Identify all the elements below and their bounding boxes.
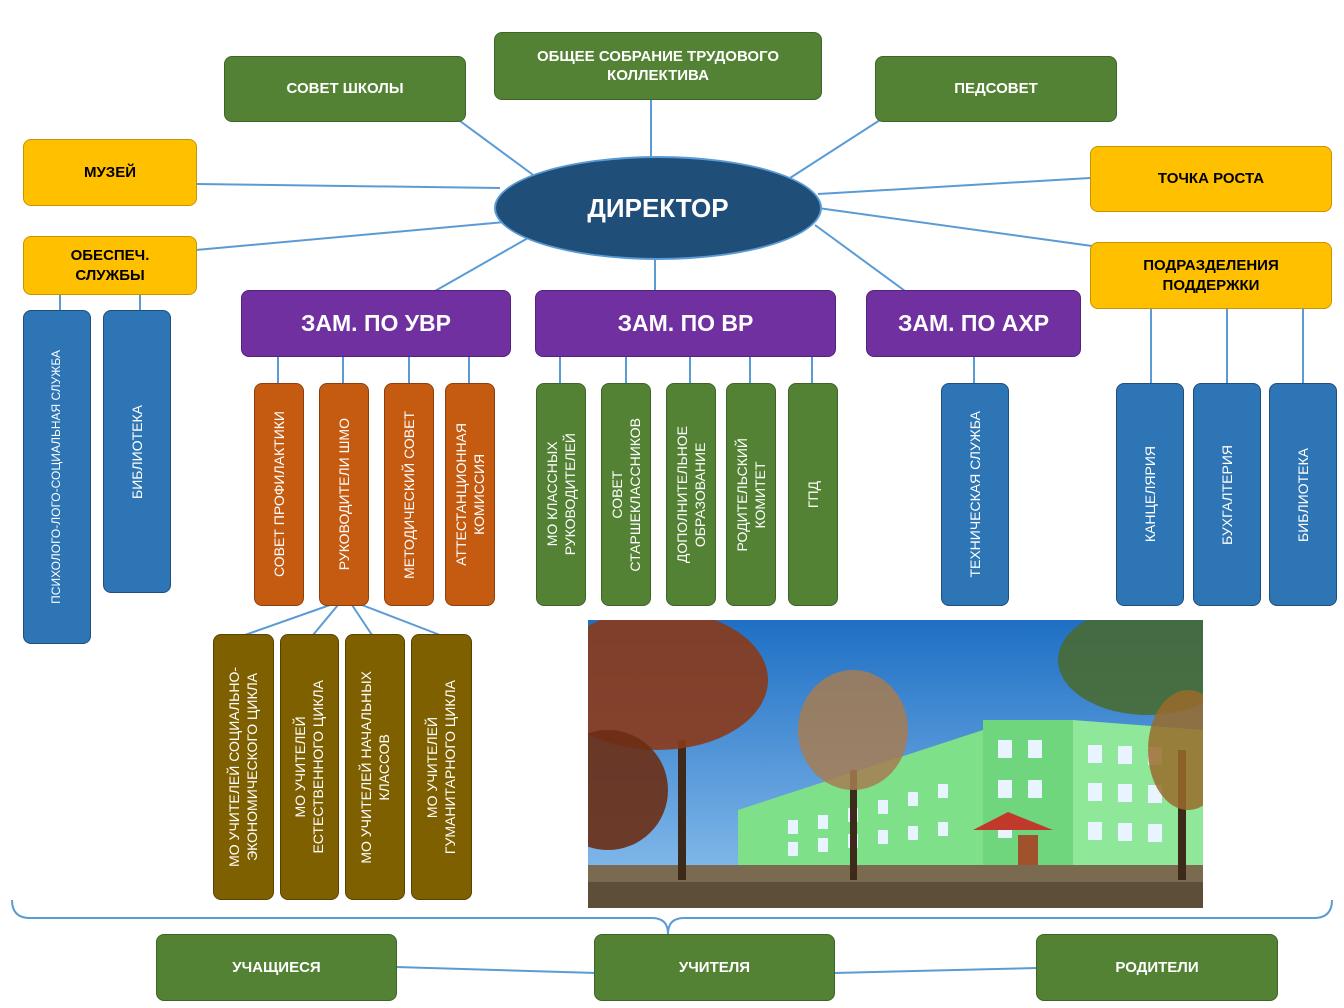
left-library-box: БИБЛИОТЕКА	[103, 310, 171, 593]
deputy-uvr-label: ЗАМ. ПО УВР	[300, 309, 452, 336]
deputy-ahr-label: ЗАМ. ПО АХР	[897, 309, 1050, 336]
mo-class-teachers-label: МО КЛАССНЫХ РУКОВОДИТЕЛЕЙ	[543, 433, 578, 556]
mo-humanities-label: МО УЧИТЕЛЕЙ ГУМАНИТАРНОГО ЦИКЛА	[424, 679, 459, 855]
attestation-commission-box: АТТЕСТАНЦИОННАЯ КОМИССИЯ	[445, 383, 495, 606]
mo-primary-box: МО УЧИТЕЛЕЙ НАЧАЛЬНЫХ КЛАССОВ	[345, 634, 405, 900]
support-divisions-label: ПОДРАЗДЕЛЕНИЯ ПОДДЕРЖКИ	[1143, 257, 1279, 294]
gpd-label: ГПД	[804, 480, 821, 509]
mo-humanities-box: МО УЧИТЕЛЕЙ ГУМАНИТАРНОГО ЦИКЛА	[411, 634, 472, 900]
method-council-label: МЕТОДИЧЕСКИЙ СОВЕТ	[400, 410, 417, 579]
accounting-label: БУХГАЛТЕРИЯ	[1218, 444, 1235, 545]
attestation-commission-label: АТТЕСТАНЦИОННАЯ КОМИССИЯ	[452, 423, 487, 566]
mo-socio-economic-box: МО УЧИТЕЛЕЙ СОЦИАЛЬНО- ЭКОНОМИЧЕСКОГО ЦИ…	[213, 634, 274, 900]
deputy-ahr-box: ЗАМ. ПО АХР	[866, 290, 1081, 357]
students-box: УЧАЩИЕСЯ	[156, 934, 397, 1001]
school-council-box: СОВЕТ ШКОЛЫ	[224, 56, 466, 122]
method-council-box: МЕТОДИЧЕСКИЙ СОВЕТ	[384, 383, 434, 606]
shmo-heads-box: РУКОВОДИТЕЛИ ШМО	[319, 383, 369, 606]
teachers-box: УЧИТЕЛЯ	[594, 934, 835, 1001]
museum-box: МУЗЕЙ	[23, 139, 197, 206]
extra-education-box: ДОПОЛНИТЕЛЬНОЕ ОБРАЗОВАНИЕ	[666, 383, 716, 606]
deputy-vr-label: ЗАМ. ПО ВР	[617, 309, 754, 336]
museum-label: МУЗЕЙ	[83, 163, 136, 181]
support-services-box: ОБЕСПЕЧ. СЛУЖБЫ	[23, 236, 197, 295]
parent-committee-box: РОДИТЕЛЬСКИЙ КОМИТЕТ	[726, 383, 776, 606]
parents-box: РОДИТЕЛИ	[1036, 934, 1278, 1001]
director-node: ДИРЕКТОР	[494, 156, 822, 260]
deputy-vr-box: ЗАМ. ПО ВР	[535, 290, 836, 357]
growth-point-box: ТОЧКА РОСТА	[1090, 146, 1332, 212]
right-library-label: БИБЛИОТЕКА	[1294, 447, 1311, 542]
office-label: КАНЦЕЛЯРИЯ	[1141, 446, 1158, 543]
mo-primary-label: МО УЧИТЕЛЕЙ НАЧАЛЬНЫХ КЛАССОВ	[357, 670, 392, 864]
prevention-council-box: СОВЕТ ПРОФИЛАКТИКИ	[254, 383, 304, 606]
mo-socio-economic-label: МО УЧИТЕЛЕЙ СОЦИАЛЬНО- ЭКОНОМИЧЕСКОГО ЦИ…	[226, 667, 261, 867]
pedsovet-label: ПЕДСОВЕТ	[954, 80, 1038, 98]
tech-service-box: ТЕХНИЧЕСКАЯ СЛУЖБА	[941, 383, 1009, 606]
senior-council-box: СОВЕТ СТАРШЕКЛАССНИКОВ	[601, 383, 651, 606]
tech-service-label: ТЕХНИЧЕСКАЯ СЛУЖБА	[966, 411, 983, 578]
parent-committee-label: РОДИТЕЛЬСКИЙ КОМИТЕТ	[733, 437, 768, 552]
deputy-uvr-box: ЗАМ. ПО УВР	[241, 290, 511, 357]
shmo-heads-label: РУКОВОДИТЕЛИ ШМО	[335, 418, 352, 571]
mo-class-teachers-box: МО КЛАССНЫХ РУКОВОДИТЕЛЕЙ	[536, 383, 586, 606]
school-council-label: СОВЕТ ШКОЛЫ	[286, 80, 404, 98]
school-photo-drawing	[588, 620, 1203, 908]
right-library-box: БИБЛИОТЕКА	[1269, 383, 1337, 606]
office-box: КАНЦЕЛЯРИЯ	[1116, 383, 1184, 606]
mo-natural-science-label: МО УЧИТЕЛЕЙ ЕСТЕСТВЕННОГО ЦИКЛА	[292, 680, 327, 854]
teachers-label: УЧИТЕЛЯ	[678, 958, 751, 976]
school-photo	[588, 620, 1203, 908]
prevention-council-label: СОВЕТ ПРОФИЛАКТИКИ	[270, 411, 287, 578]
growth-point-label: ТОЧКА РОСТА	[1157, 170, 1265, 188]
left-library-label: БИБЛИОТЕКА	[128, 404, 145, 499]
gpd-box: ГПД	[788, 383, 838, 606]
accounting-box: БУХГАЛТЕРИЯ	[1193, 383, 1261, 606]
pedsovet-box: ПЕДСОВЕТ	[875, 56, 1117, 122]
general-meeting-box: ОБЩЕЕ СОБРАНИЕ ТРУДОВОГО КОЛЛЕКТИВА	[494, 32, 822, 100]
support-divisions-box: ПОДРАЗДЕЛЕНИЯ ПОДДЕРЖКИ	[1090, 242, 1332, 309]
extra-education-label: ДОПОЛНИТЕЛЬНОЕ ОБРАЗОВАНИЕ	[673, 425, 708, 564]
support-services-label: ОБЕСПЕЧ. СЛУЖБЫ	[70, 247, 150, 284]
parents-label: РОДИТЕЛИ	[1115, 958, 1199, 976]
senior-council-label: СОВЕТ СТАРШЕКЛАССНИКОВ	[608, 417, 643, 572]
director-label: ДИРЕКТОР	[587, 192, 729, 223]
psych-service-box: ПСИХОЛОГО-ЛОГО-СОЦИАЛЬНАЯ СЛУЖБА	[23, 310, 91, 644]
students-label: УЧАЩИЕСЯ	[232, 958, 321, 976]
psych-service-label: ПСИХОЛОГО-ЛОГО-СОЦИАЛЬНАЯ СЛУЖБА	[49, 350, 64, 604]
general-meeting-label: ОБЩЕЕ СОБРАНИЕ ТРУДОВОГО КОЛЛЕКТИВА	[536, 47, 780, 85]
mo-natural-science-box: МО УЧИТЕЛЕЙ ЕСТЕСТВЕННОГО ЦИКЛА	[280, 634, 339, 900]
